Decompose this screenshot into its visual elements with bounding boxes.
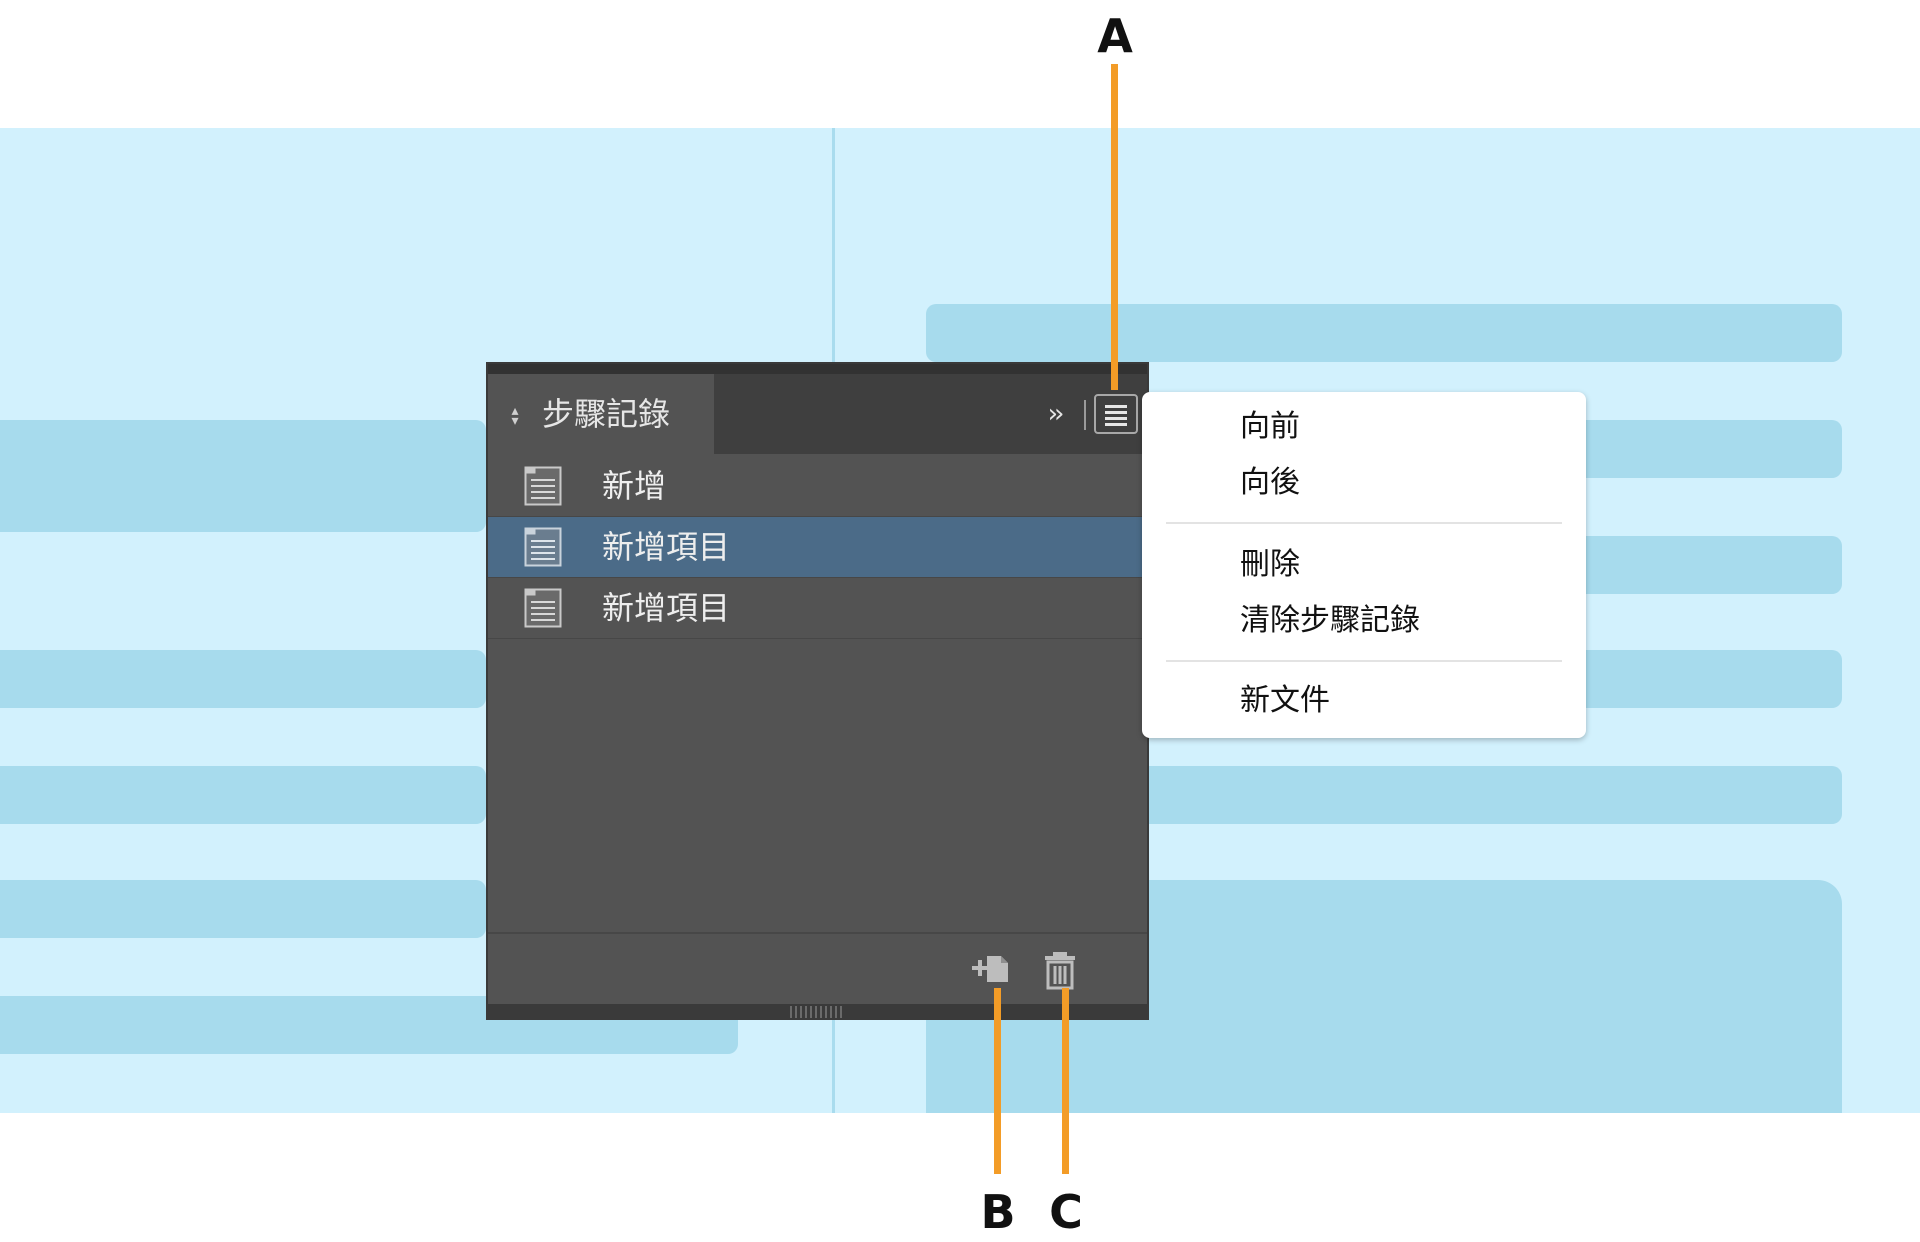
background-block (1586, 536, 1842, 594)
panel-flyout-menu: 向前 向後 刪除 清除步驟記錄 新文件 (1142, 392, 1586, 738)
background-block (0, 766, 486, 824)
menu-item-delete[interactable]: 刪除 (1240, 547, 1300, 582)
trash-icon[interactable] (1038, 948, 1082, 992)
background-block (1586, 650, 1842, 708)
expand-collapse-arrows-icon: ▴▾ (511, 403, 519, 429)
panel-footer (488, 932, 1147, 1004)
background-block (0, 650, 486, 708)
history-item[interactable]: 新增 (488, 456, 1147, 517)
callout-line-b (994, 988, 1001, 1174)
callout-label-a: A (1097, 9, 1133, 63)
background-block (1149, 766, 1842, 824)
menu-item-step-forward[interactable]: 向前 (1240, 409, 1300, 444)
history-list: 新增 新增項目 新增項目 (488, 456, 1147, 639)
history-item-label: 新增 (602, 467, 667, 505)
history-item-label: 新增項目 (602, 589, 731, 627)
document-icon (524, 466, 562, 506)
history-panel: ▴▾ 步驟記錄 ›› 新增 (486, 362, 1149, 1020)
history-item[interactable]: 新增項目 (488, 578, 1147, 639)
panel-header: ▴▾ 步驟記錄 ›› (488, 374, 1147, 454)
menu-separator (1166, 660, 1562, 662)
panel-title: 步驟記錄 (542, 395, 671, 433)
collapse-panel-button[interactable]: ›› (1047, 399, 1065, 429)
menu-item-clear-history[interactable]: 清除步驟記錄 (1240, 603, 1420, 638)
panel-top-strip[interactable] (488, 364, 1147, 374)
document-icon (524, 527, 562, 567)
new-document-icon[interactable] (970, 948, 1014, 992)
tab-history[interactable]: ▴▾ 步驟記錄 (488, 374, 714, 454)
callout-label-c: C (1049, 1185, 1083, 1239)
resize-grip[interactable] (790, 1006, 842, 1018)
panel-menu-button[interactable] (1094, 394, 1138, 434)
history-item-selected[interactable]: 新增項目 (488, 517, 1147, 578)
callout-label-b: B (980, 1185, 1016, 1239)
menu-separator (1166, 522, 1562, 524)
header-divider (1084, 400, 1086, 430)
callout-line-c (1062, 988, 1069, 1174)
background-block (0, 420, 486, 532)
background-block (926, 304, 1842, 362)
menu-item-step-backward[interactable]: 向後 (1240, 465, 1300, 500)
menu-item-new-document[interactable]: 新文件 (1240, 683, 1330, 718)
callout-line-a (1111, 64, 1118, 390)
document-icon (524, 588, 562, 628)
background-block (0, 880, 486, 938)
history-item-label: 新增項目 (602, 528, 731, 566)
background-block (1586, 420, 1842, 478)
